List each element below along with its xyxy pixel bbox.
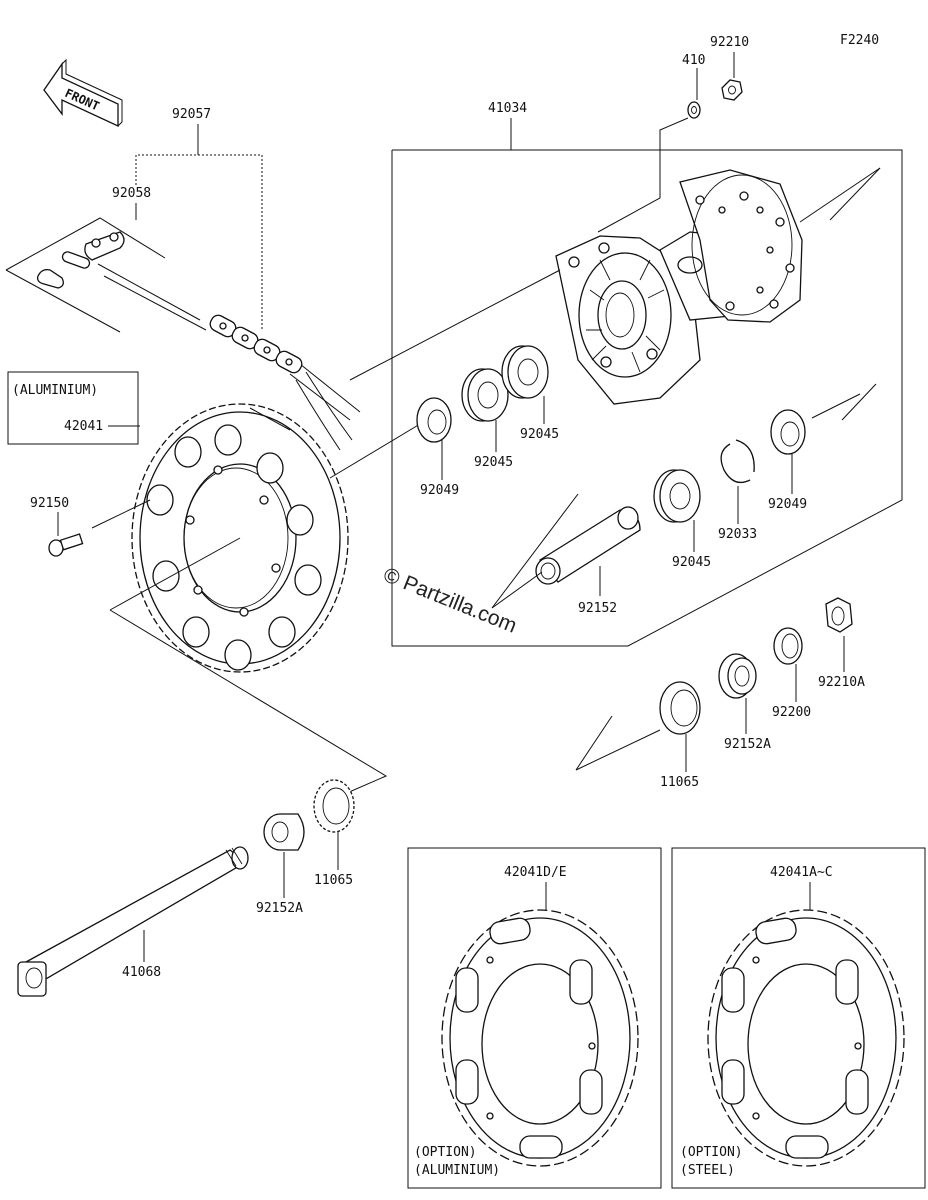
- washer-92200: [773, 627, 803, 665]
- option-box-aluminium: 42041D/E (OPTION) (ALUMINIUM): [407, 847, 662, 1189]
- rear-wheel-hub: [555, 169, 803, 405]
- label-92210A: 92210A: [818, 675, 865, 690]
- label-11065-left: 11065: [314, 873, 353, 888]
- label-42041-material: (ALUMINIUM): [12, 383, 98, 398]
- label-92045-a: 92045: [474, 455, 513, 470]
- option-steel-line1: (OPTION): [680, 1145, 743, 1160]
- option-steel-part: 42041A~C: [770, 865, 833, 880]
- circlip-92033: [720, 439, 755, 484]
- aluminium-box: [7, 371, 139, 445]
- label-92045-c: 92045: [672, 555, 711, 570]
- label-92045-b: 92045: [520, 427, 559, 442]
- label-92049-right: 92049: [768, 497, 807, 512]
- collar-92152A-left: [263, 813, 305, 851]
- bearing-92045-b: [501, 345, 549, 399]
- option-aluminium-part: 42041D/E: [504, 865, 567, 880]
- drive-chain: [97, 263, 361, 451]
- sprocket-bolt: [48, 533, 84, 557]
- label-92152: 92152: [578, 601, 617, 616]
- nut-92210A: [825, 597, 853, 633]
- chain-joint-link: [36, 231, 125, 289]
- option-aluminium-line2: (ALUMINIUM): [414, 1163, 500, 1178]
- oil-seal-92049-left: [416, 397, 452, 443]
- label-92150: 92150: [30, 496, 69, 511]
- watermark-text: © Partzilla.com: [380, 563, 520, 637]
- label-410: 410: [682, 53, 705, 68]
- label-41034: 41034: [488, 101, 527, 116]
- label-92058: 92058: [112, 186, 151, 201]
- washer-410: [687, 101, 701, 119]
- front-arrow-icon: FRONT: [43, 58, 123, 128]
- label-11065-right: 11065: [660, 775, 699, 790]
- option-steel-line2: (STEEL): [680, 1163, 735, 1178]
- label-92152A-left: 92152A: [256, 901, 303, 916]
- seal-11065-left: [313, 779, 355, 833]
- sprocket-lightening-holes: [146, 424, 322, 671]
- label-92049-left: 92049: [420, 483, 459, 498]
- label-92057: 92057: [172, 107, 211, 122]
- collar-92152A-right: [718, 653, 757, 699]
- option-box-steel: 42041A~C (OPTION) (STEEL): [671, 847, 926, 1189]
- label-41068: 41068: [122, 965, 161, 980]
- label-92033: 92033: [718, 527, 757, 542]
- seal-11065-right: [659, 681, 701, 735]
- label-92210: 92210: [710, 35, 749, 50]
- bearing-92045-c: [653, 469, 701, 523]
- diagram-code: F2240: [840, 33, 879, 48]
- rear-axle-41068: [17, 846, 249, 997]
- option-aluminium-line1: (OPTION): [414, 1145, 477, 1160]
- label-92152A-right: 92152A: [724, 737, 771, 752]
- oil-seal-92049-right: [770, 409, 806, 455]
- label-42041: 42041: [64, 419, 103, 434]
- label-92200: 92200: [772, 705, 811, 720]
- bearing-92045-a: [461, 368, 509, 422]
- collar-92152: [535, 506, 641, 585]
- nut-92210: [721, 79, 743, 101]
